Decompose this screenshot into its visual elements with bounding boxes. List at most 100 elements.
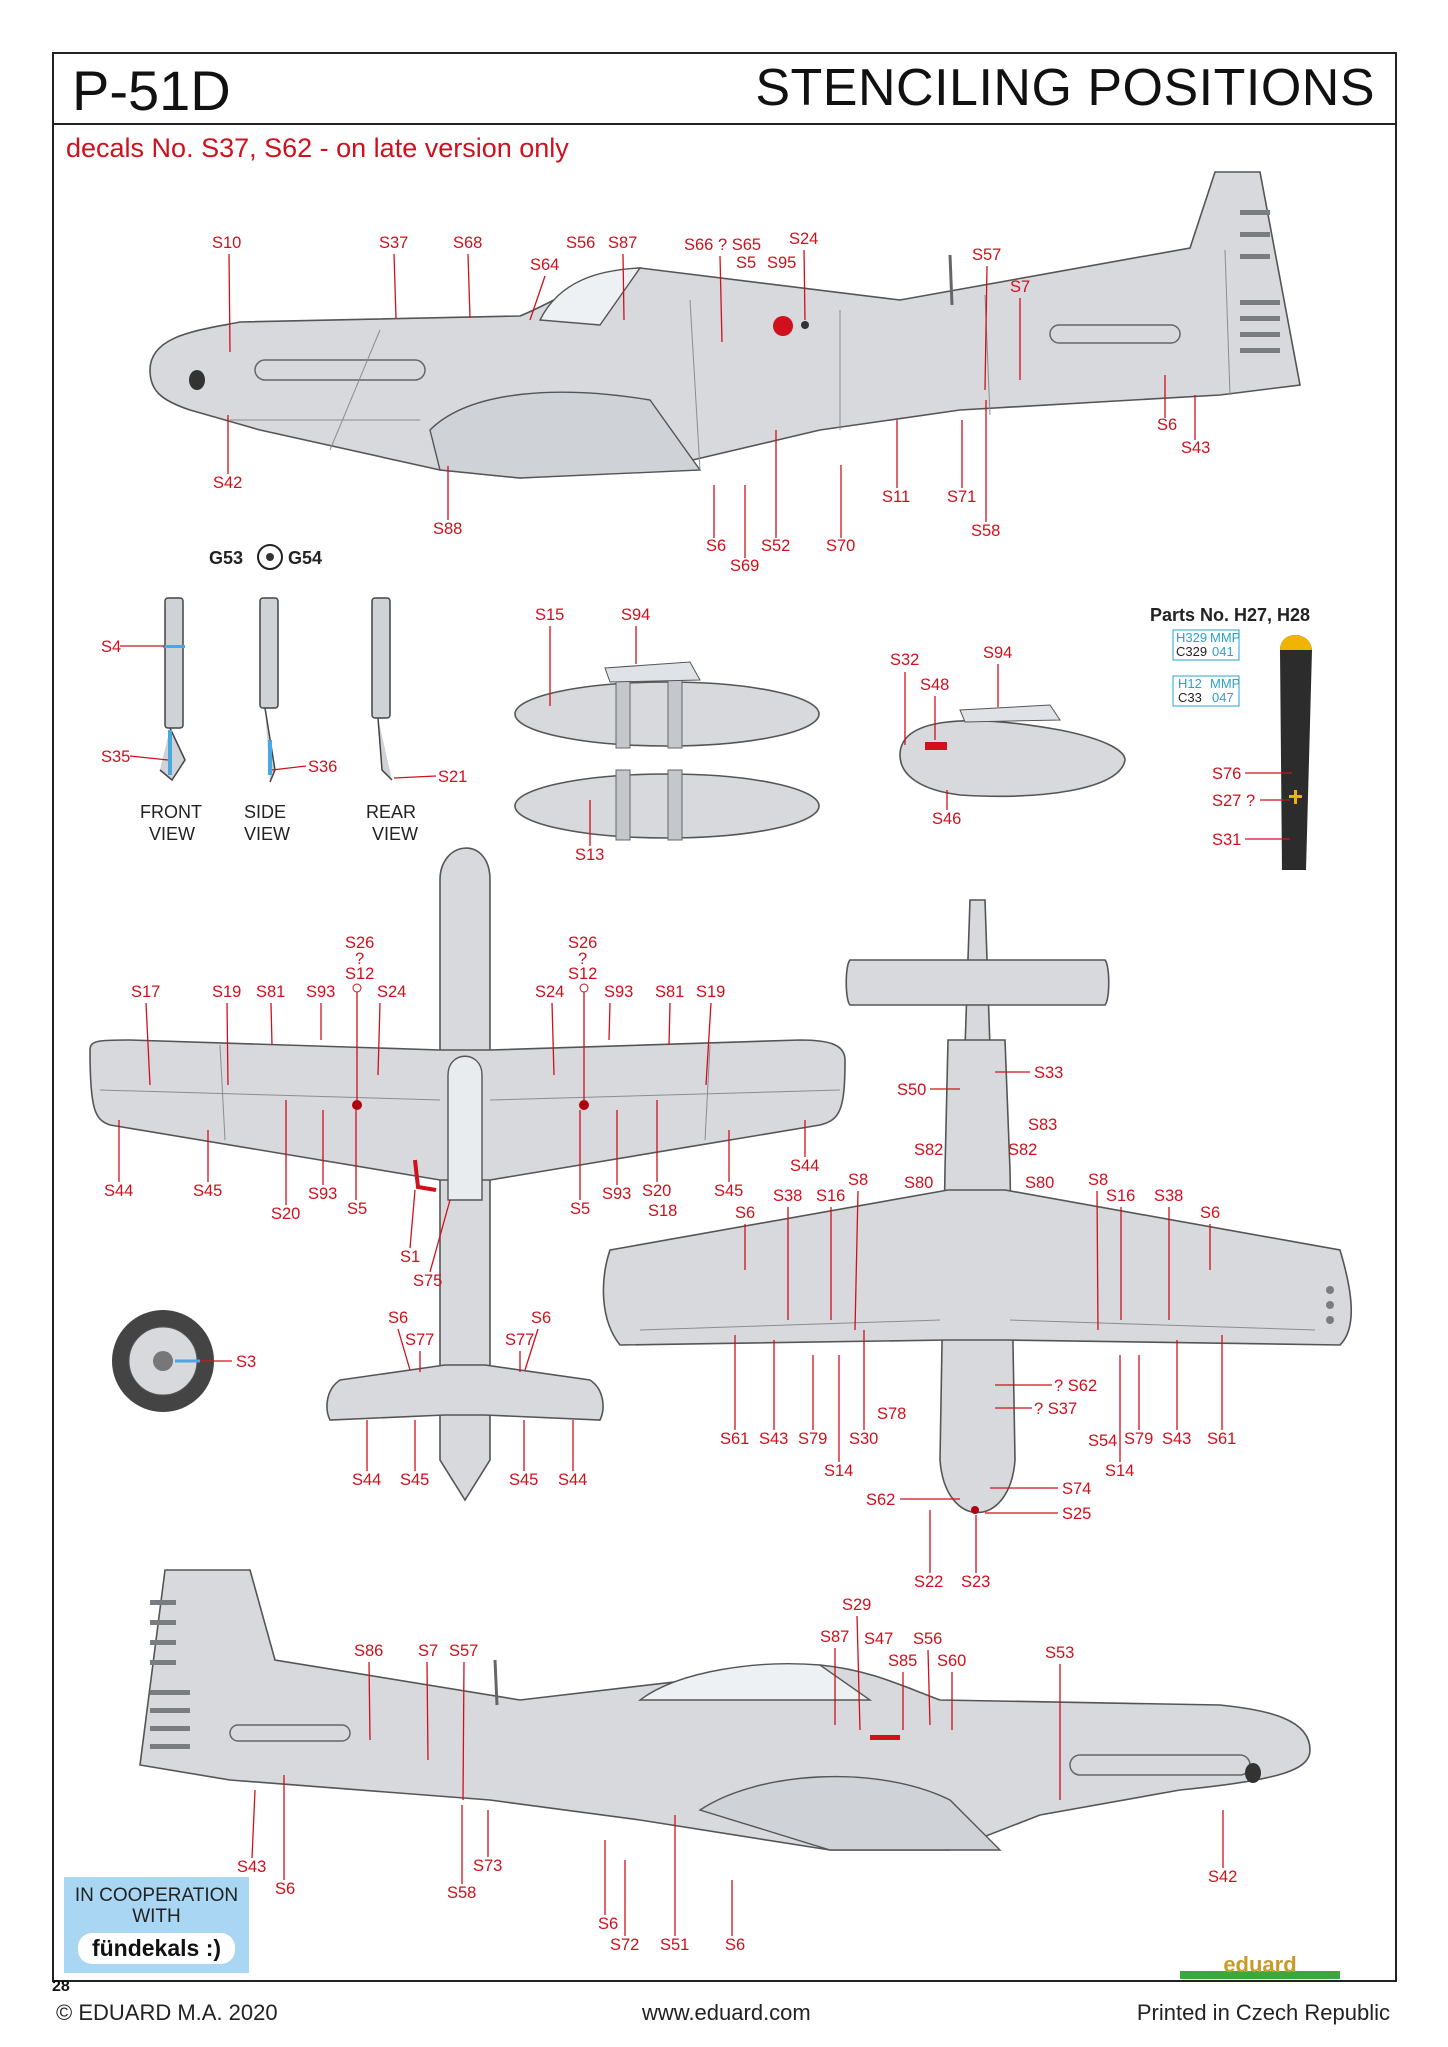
label-S66-S65: S66 ? S65 [684, 236, 761, 254]
label-S78: S78 [877, 1405, 906, 1423]
label-S33: S33 [1034, 1064, 1063, 1082]
label-S61b: S61 [1207, 1430, 1236, 1448]
label-S15: S15 [535, 606, 564, 624]
label-S26: S26 [345, 934, 374, 952]
label-S83: S83 [1028, 1116, 1057, 1134]
code-h12: H12 [1178, 676, 1202, 691]
label-S29: S29 [842, 1596, 871, 1614]
label-S43-bv: S43 [759, 1430, 788, 1448]
label-S3: S3 [236, 1353, 256, 1371]
label-S75: S75 [413, 1272, 442, 1290]
page-number: 28 [52, 1978, 70, 1995]
label-S6: S6 [1157, 416, 1177, 434]
label-S44c: S44 [352, 1471, 381, 1489]
label-S44b: S44 [790, 1157, 819, 1175]
label-S70: S70 [826, 537, 855, 555]
label-S6-bv: S6 [735, 1204, 755, 1222]
label-S48: S48 [920, 676, 949, 694]
bottom-view: S50 S33 S83 S82 S82 S80 S80 S8 S16 S38 S… [602, 899, 1352, 1591]
label-S88: S88 [433, 520, 462, 538]
label-S22: S22 [914, 1573, 943, 1591]
label-S31: S31 [1212, 831, 1241, 849]
label-S45d: S45 [509, 1471, 538, 1489]
label-S14b: S14 [1105, 1462, 1134, 1480]
page-title: P-51D [72, 59, 231, 122]
front-view-label: FRONT [140, 802, 202, 822]
label-S50: S50 [897, 1081, 926, 1099]
coop-line2: WITH [132, 1906, 181, 1927]
label-S10: S10 [212, 234, 241, 252]
label-S94: S94 [621, 606, 650, 624]
label-S6-tv: S6 [388, 1309, 408, 1327]
label-S81b: S81 [655, 983, 684, 1001]
label-S20b: S20 [642, 1182, 671, 1200]
side-view-left-labels: S10 S37 S68 S56 S87 S64 S66 ? S65 S5 S95… [212, 230, 1210, 575]
drop-tanks: S15 S94 S13 S32 S94 S48 S46 [514, 606, 1126, 864]
label-S8: S8 [848, 1171, 868, 1189]
label-S61: S61 [720, 1430, 749, 1448]
label-S43-bv2: S43 [1162, 1430, 1191, 1448]
label-S20: S20 [271, 1205, 300, 1223]
label-S80: S80 [904, 1174, 933, 1192]
label-S81: S81 [256, 983, 285, 1001]
top-view: S17 S19 S81 S93 S26 ? S12 S24 S24 S26 ? … [89, 847, 846, 1502]
label-S43-rv: S43 [237, 1858, 266, 1876]
label-S79: S79 [798, 1430, 827, 1448]
label-S5: S5 [736, 254, 756, 272]
label-S76: S76 [1212, 765, 1241, 783]
page-header: P-51D STENCILING POSITIONS [52, 52, 1397, 125]
label-S44: S44 [104, 1182, 133, 1200]
code-mmp1: MMP [1210, 630, 1240, 645]
page-frame [52, 52, 1397, 1982]
label-S30: S30 [849, 1430, 878, 1448]
code-047: 047 [1212, 690, 1234, 705]
label-S13: S13 [575, 846, 604, 864]
label-S73: S73 [473, 1857, 502, 1875]
label-S44d: S44 [558, 1471, 587, 1489]
side-view-sub: VIEW [244, 824, 290, 844]
label-S6-rv: S6 [275, 1880, 295, 1898]
label-S43: S43 [1181, 439, 1210, 457]
label-S82: S82 [914, 1141, 943, 1159]
label-S32: S32 [890, 651, 919, 669]
label-S57-rv: S57 [449, 1642, 478, 1660]
label-S46: S46 [932, 810, 961, 828]
label-S53: S53 [1045, 1644, 1074, 1662]
website-link[interactable]: www.eduard.com [642, 2000, 811, 2025]
label-S79b: S79 [1124, 1430, 1153, 1448]
label-S16b: S16 [1106, 1187, 1135, 1205]
label-S62b: S62 [866, 1491, 895, 1509]
label-S80b: S80 [1025, 1174, 1054, 1192]
label-S58: S58 [971, 522, 1000, 540]
label-S72: S72 [610, 1936, 639, 1954]
q-S26: ? [355, 950, 364, 968]
printed-in: Printed in Czech Republic [1136, 2000, 1390, 2025]
label-S42: S42 [213, 474, 242, 492]
label-S77b: S77 [505, 1331, 534, 1349]
label-S37-bv: ? S37 [1034, 1400, 1077, 1418]
label-S24: S24 [789, 230, 818, 248]
label-S38b: S38 [1154, 1187, 1183, 1205]
label-S47: S47 [864, 1630, 893, 1648]
label-S38: S38 [773, 1187, 802, 1205]
front-view-sub: VIEW [149, 824, 195, 844]
label-S95: S95 [767, 254, 796, 272]
label-S5b: S5 [570, 1200, 590, 1218]
label-S69: S69 [730, 557, 759, 575]
label-G54: G54 [288, 548, 322, 568]
propeller-panel: Parts No. H27, H28 H329 MMP C329 041 H12… [1150, 605, 1312, 870]
side-view-label: SIDE [244, 802, 286, 822]
eduard-wordmark: eduard [1223, 1955, 1296, 1977]
label-S93d: S93 [602, 1185, 631, 1203]
label-S27: S27 ? [1212, 792, 1255, 810]
coop-line1: IN COOPERATION [74, 1885, 239, 1906]
label-S37: S37 [379, 234, 408, 252]
label-S12b: S12 [568, 965, 597, 983]
code-h329: H329 [1176, 630, 1207, 645]
fundekals-logo: fündekals :) [77, 1933, 236, 1964]
label-S16: S16 [816, 1187, 845, 1205]
label-S45: S45 [193, 1182, 222, 1200]
label-S5: S5 [347, 1200, 367, 1218]
rear-view-label: REAR [366, 802, 416, 822]
